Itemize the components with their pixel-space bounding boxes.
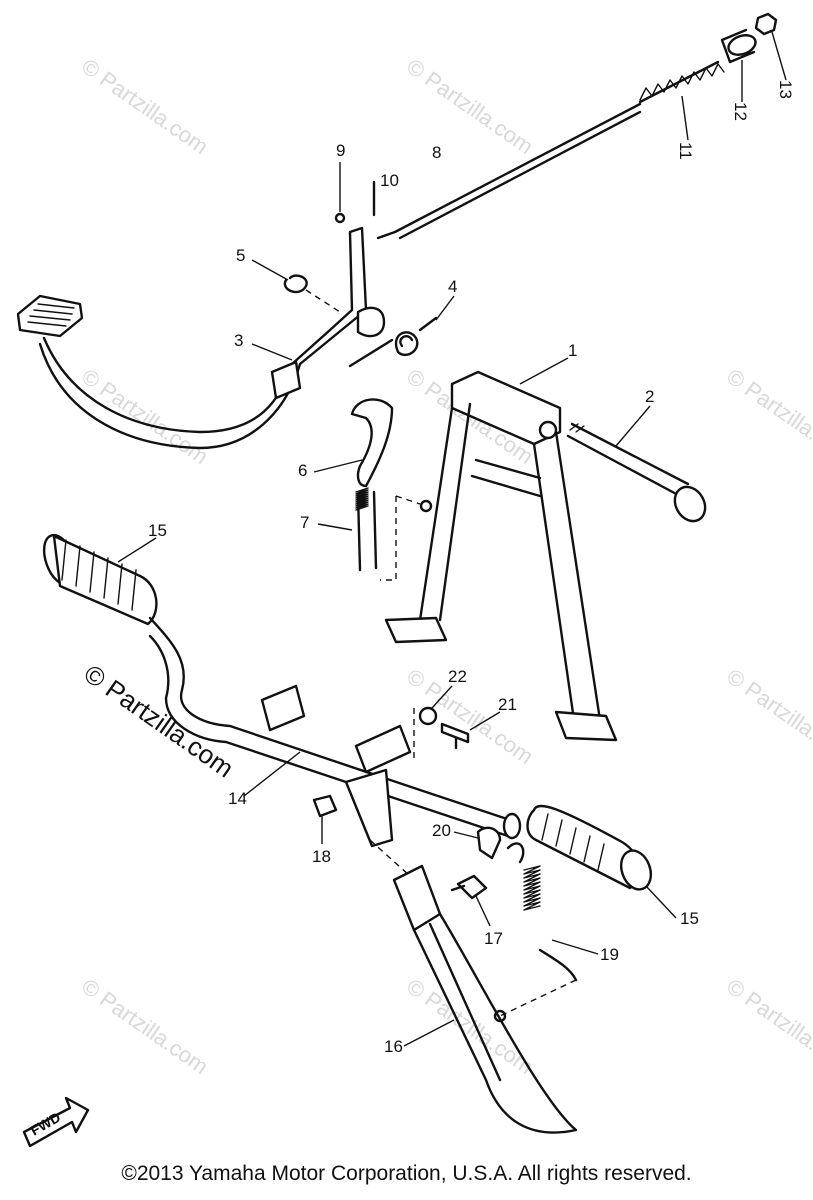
side-stand [369,839,578,1134]
callout-4: 4 [448,277,457,296]
watermark-text: © Partzilla.com [722,664,813,770]
watermarks: © Partzilla.com © Partzilla.com © Partzi… [77,54,813,1080]
callout-19: 19 [600,945,619,964]
copyright-notice: ©2013 Yamaha Motor Corporation, U.S.A. A… [121,1162,692,1185]
callout-22: 22 [448,667,467,686]
callout-5: 5 [236,246,245,265]
watermark-large: © Partzilla.com [79,658,240,783]
stand-plate-spring [350,398,433,581]
watermark-text: © Partzilla.com [402,974,538,1080]
watermark-text: © Partzilla.com [77,54,213,160]
watermark-text: © Partzilla.com [722,364,813,470]
callout-2: 2 [645,387,654,406]
small-parts-lower [312,706,525,900]
callout-20: 20 [432,821,451,840]
callout-6: 6 [298,461,307,480]
callout-17: 17 [484,929,503,948]
watermark-text: © Partzilla.com [722,974,813,1080]
brake-pedal [16,226,386,450]
callout-15-left: 15 [148,521,167,540]
watermark-text: © Partzilla.com [402,54,538,160]
callout-16: 16 [384,1037,403,1056]
callout-18: 18 [312,847,331,866]
fwd-arrow: FWD [22,1096,90,1148]
side-stand-spring [493,865,578,1023]
callout-12: 12 [731,102,750,121]
parts-diagram: © Partzilla.com © Partzilla.com © Partzi… [16,12,813,1148]
callout-8: 8 [432,143,441,162]
watermark-text: © Partzilla.com [77,364,213,470]
callout-1: 1 [568,341,577,360]
callout-9: 9 [336,141,345,160]
callout-13: 13 [776,80,795,99]
callout-10: 10 [380,171,399,190]
pivot-shaft [566,422,707,523]
callout-7: 7 [300,513,309,532]
main-stand [384,370,618,742]
small-parts-upper [283,212,438,368]
watermark-text: © Partzilla.com [77,974,213,1080]
callouts: 1 2 3 4 5 6 7 8 9 10 11 12 13 14 15 15 1… [117,31,795,1056]
brake-rod-assembly [372,12,778,240]
callout-11: 11 [676,142,695,160]
callout-21: 21 [498,695,517,714]
callout-15-right: 15 [680,909,699,928]
callout-14: 14 [228,789,247,808]
callout-3: 3 [234,331,243,350]
footrest-bar [42,533,653,891]
